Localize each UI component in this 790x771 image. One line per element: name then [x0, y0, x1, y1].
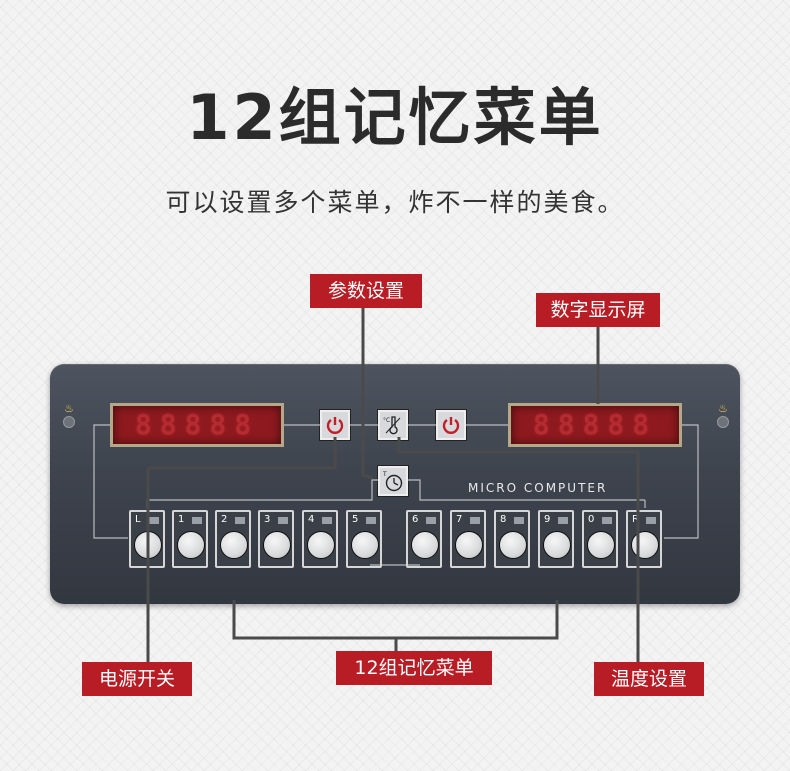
- key-label: 4: [308, 514, 315, 525]
- power-right-button[interactable]: [436, 410, 466, 440]
- key-round-button[interactable]: [411, 531, 439, 559]
- key-6[interactable]: 6: [406, 510, 442, 568]
- key-round-button[interactable]: [220, 531, 248, 559]
- page-title: 12组记忆菜单: [186, 81, 604, 154]
- svg-text:T: T: [382, 471, 387, 478]
- key-led: [646, 516, 656, 524]
- key-label: 0: [588, 514, 595, 525]
- key-label: 3: [264, 514, 271, 525]
- power-icon: [326, 417, 344, 434]
- callout-params: 参数设置: [310, 274, 422, 308]
- key-label: 6: [412, 514, 419, 525]
- key-l[interactable]: L: [129, 510, 165, 568]
- key-led: [602, 516, 612, 524]
- key-led: [149, 516, 159, 524]
- clock-icon: T: [382, 471, 403, 492]
- key-led: [470, 516, 480, 524]
- heat-indicator-left-icon: ♨: [62, 403, 76, 428]
- key-label: L: [135, 514, 141, 525]
- key-label: 5: [352, 514, 359, 525]
- key-label: 2: [221, 514, 228, 525]
- key-round-button[interactable]: [499, 531, 527, 559]
- power-icon: [442, 417, 460, 434]
- key-led: [558, 516, 568, 524]
- key-5[interactable]: 5: [346, 510, 382, 568]
- power-left-button[interactable]: [320, 410, 350, 440]
- right-digital-display: 88888: [508, 403, 682, 447]
- key-led: [514, 516, 524, 524]
- key-round-button[interactable]: [134, 531, 162, 559]
- key-0[interactable]: 0: [582, 510, 618, 568]
- timer-button[interactable]: T: [378, 466, 408, 496]
- key-1[interactable]: 1: [172, 510, 208, 568]
- key-round-button[interactable]: [543, 531, 571, 559]
- key-led: [366, 516, 376, 524]
- heat-indicator-right-icon: ♨: [716, 403, 730, 428]
- key-8[interactable]: 8: [494, 510, 530, 568]
- key-2[interactable]: 2: [215, 510, 251, 568]
- key-led: [426, 516, 436, 524]
- key-led: [278, 516, 288, 524]
- left-digital-display: 88888: [110, 403, 284, 447]
- thermometer-icon: °C: [383, 416, 401, 435]
- key-label: R: [632, 514, 639, 525]
- key-9[interactable]: 9: [538, 510, 574, 568]
- key-round-button[interactable]: [177, 531, 205, 559]
- left-display-digits: 88888: [134, 408, 260, 441]
- callout-display: 数字显示屏: [536, 293, 660, 327]
- key-led: [322, 516, 332, 524]
- key-label: 8: [500, 514, 507, 525]
- key-4[interactable]: 4: [302, 510, 338, 568]
- key-label: 1: [178, 514, 185, 525]
- key-label: 7: [456, 514, 463, 525]
- svg-text:°C: °C: [383, 417, 390, 424]
- callout-power: 电源开关: [82, 662, 192, 696]
- right-display-digits: 88888: [532, 408, 658, 441]
- key-round-button[interactable]: [351, 531, 379, 559]
- key-led: [192, 516, 202, 524]
- key-r[interactable]: R: [626, 510, 662, 568]
- temperature-button[interactable]: °C: [378, 410, 408, 440]
- key-label: 9: [544, 514, 551, 525]
- key-round-button[interactable]: [263, 531, 291, 559]
- page-subtitle: 可以设置多个菜单，炸不一样的美食。: [165, 188, 625, 217]
- key-round-button[interactable]: [587, 531, 615, 559]
- key-round-button[interactable]: [631, 531, 659, 559]
- callout-temperature: 温度设置: [594, 662, 704, 696]
- callout-memory: 12组记忆菜单: [336, 651, 492, 685]
- key-7[interactable]: 7: [450, 510, 486, 568]
- key-round-button[interactable]: [307, 531, 335, 559]
- key-led: [235, 516, 245, 524]
- brand-text: MICRO COMPUTER: [468, 481, 608, 495]
- key-3[interactable]: 3: [258, 510, 294, 568]
- key-round-button[interactable]: [455, 531, 483, 559]
